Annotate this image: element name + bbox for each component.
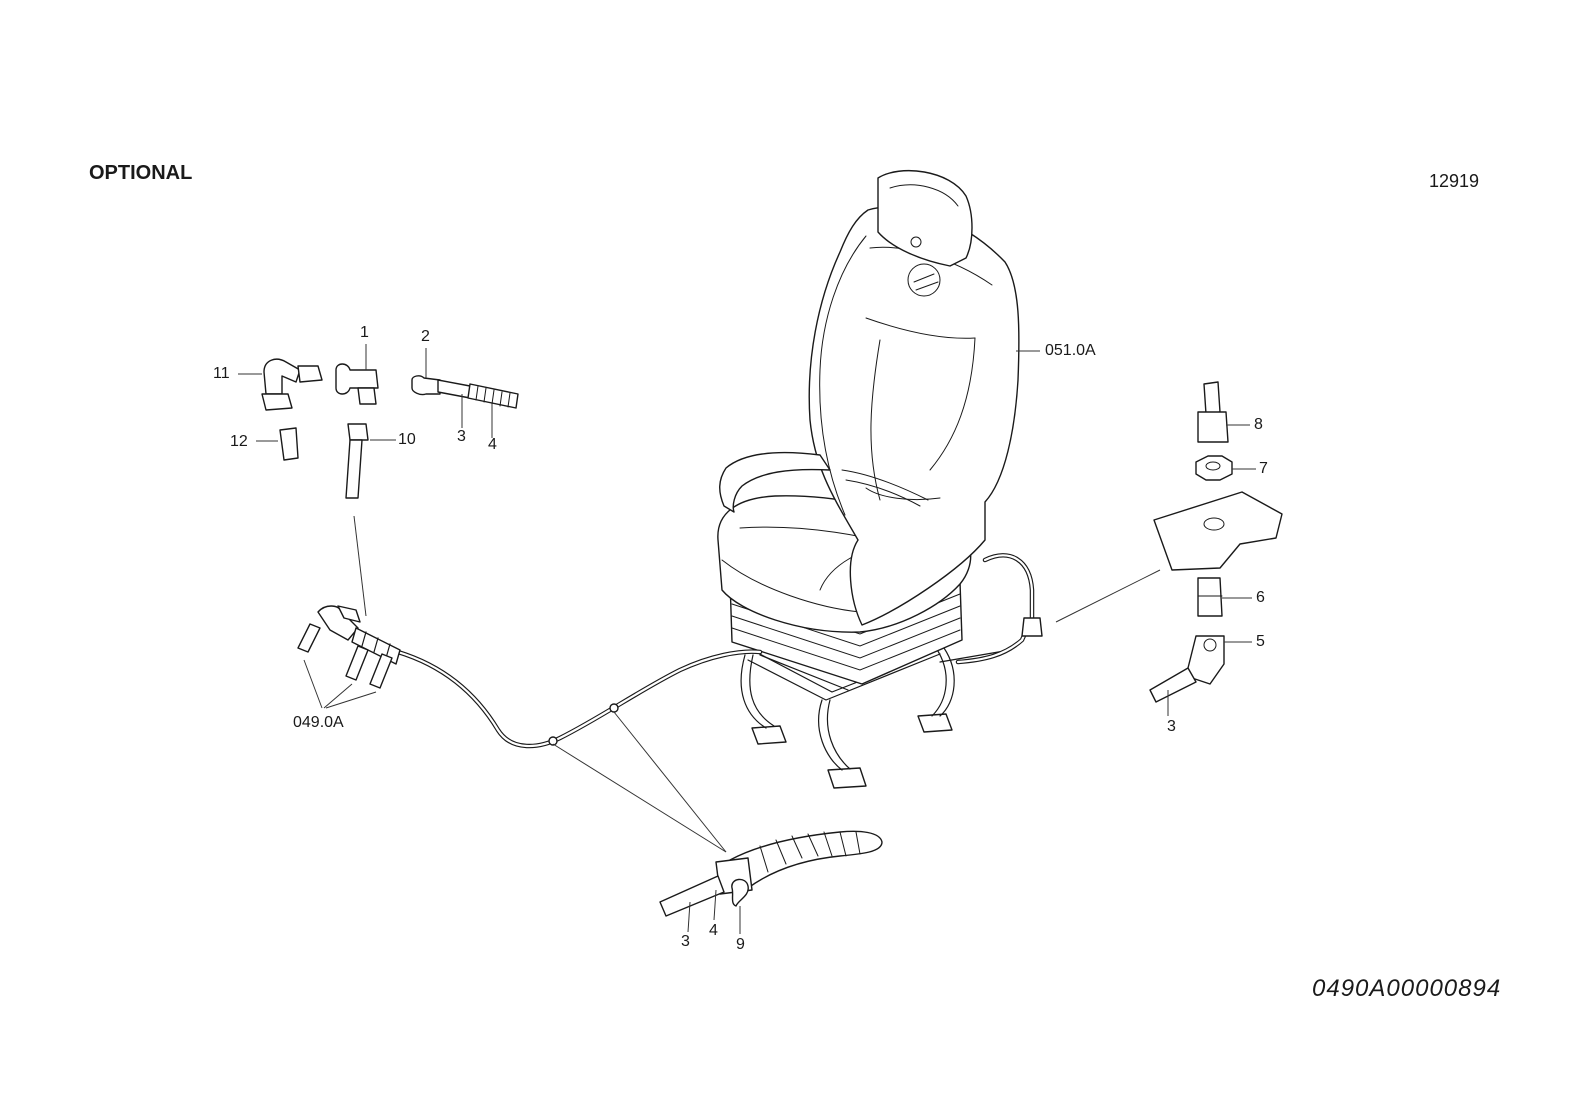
- seat-headrest: [877, 169, 973, 267]
- part-code: 0490A00000894: [1312, 975, 1502, 1002]
- pipe-3-bottom: [659, 875, 725, 917]
- callout-8: 8: [1254, 416, 1263, 433]
- corrugated-sleeve-4-lower: [729, 830, 883, 889]
- fitting-8-body: [1197, 411, 1229, 443]
- seat-base-frame: [740, 647, 1011, 789]
- driver-seat-assembly: [717, 169, 1020, 789]
- callout-049-0a: 049.0A: [293, 714, 344, 731]
- optional-label: OPTIONAL: [89, 162, 193, 184]
- seat-armrest: [719, 451, 929, 513]
- callout-1: 1: [360, 324, 369, 341]
- pipe-3-right: [1149, 667, 1197, 703]
- callout-2: 2: [421, 328, 430, 345]
- elbow-fitting-11: [261, 358, 323, 411]
- control-valve-assembly: [297, 605, 401, 689]
- fitting-group-bottom: [659, 830, 883, 917]
- callout-4-upper: 4: [488, 436, 497, 453]
- fitting-group-upper-left: [261, 358, 519, 499]
- seat-backrest: [808, 206, 1020, 626]
- tee-fitting-1: [335, 363, 379, 405]
- pipe-piece-12: [279, 427, 299, 461]
- corrugated-sleeve-4-upper: [467, 383, 519, 409]
- callout-11: 11: [213, 365, 230, 382]
- leader-lines: [238, 344, 1256, 934]
- callout-3-upper: 3: [457, 428, 466, 445]
- sheet-number: 12919: [1429, 171, 1480, 191]
- nut-7: [1195, 455, 1233, 481]
- clamp-9: [731, 878, 749, 907]
- mounting-bracket: [1153, 491, 1283, 571]
- callout-7: 7: [1259, 460, 1268, 477]
- callout-6: 6: [1256, 589, 1265, 606]
- callout-051-0a: 051.0A: [1045, 342, 1096, 359]
- air-line-routing: [395, 553, 1043, 749]
- fitting-group-right: [1149, 381, 1283, 703]
- callout-3-bottom: 3: [681, 933, 690, 950]
- callout-5: 5: [1256, 633, 1265, 650]
- callout-9: 9: [736, 936, 745, 953]
- callout-4-bottom: 4: [709, 922, 718, 939]
- callout-3-right: 3: [1167, 718, 1176, 735]
- connector-2: [411, 375, 471, 399]
- callout-10: 10: [398, 431, 416, 448]
- fitting-10-with-pipe: [345, 423, 369, 499]
- connector-6: [1197, 577, 1223, 617]
- fitting-8-pipe: [1203, 381, 1221, 415]
- callout-12: 12: [230, 433, 248, 450]
